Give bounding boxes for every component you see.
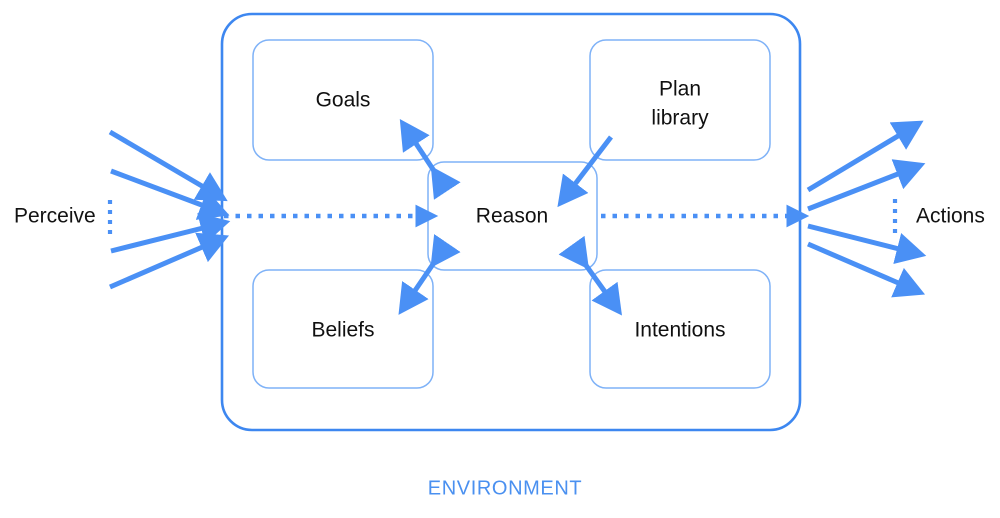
perceive-arrow-1: [108, 129, 228, 202]
box-goals-rect: [252, 39, 434, 161]
box-plan-library-label-line2: library: [651, 107, 709, 130]
box-plan-library-label-line1: Plan: [659, 78, 701, 101]
label-environment: ENVIRONMENT: [428, 477, 582, 499]
actions-arrow-group: [806, 120, 927, 298]
action-arrow-3: [807, 223, 927, 265]
connector-goals-reason: [399, 118, 461, 200]
box-intentions-rect: [589, 269, 771, 389]
box-intentions[interactable]: Intentions: [589, 269, 771, 389]
perceive-arrow-4: [109, 232, 230, 290]
box-reason-label: Reason: [476, 205, 548, 228]
box-plan-library-rect: [589, 39, 771, 161]
box-beliefs-rect: [252, 269, 434, 389]
box-intentions-label: Intentions: [634, 319, 725, 342]
connector-plan-library-reason: [557, 135, 613, 208]
action-arrow-1: [806, 120, 924, 193]
label-actions: Actions: [916, 205, 985, 228]
perceive-arrow-2: [110, 168, 230, 220]
box-plan-library[interactable]: Plan library: [589, 39, 771, 161]
connector-beliefs-reason: [398, 234, 461, 315]
connector-intentions-reason: [558, 235, 622, 316]
action-arrow-2: [807, 159, 926, 212]
perceive-arrow-3: [110, 212, 231, 254]
action-arrow-4: [807, 241, 926, 298]
box-reason[interactable]: Reason: [427, 161, 598, 271]
label-perceive: Perceive: [14, 205, 96, 228]
box-goals-label: Goals: [316, 89, 371, 112]
box-beliefs[interactable]: Beliefs: [252, 269, 434, 389]
box-goals[interactable]: Goals: [252, 39, 434, 161]
box-beliefs-label: Beliefs: [311, 319, 374, 342]
perceive-arrow-group: [108, 129, 231, 290]
